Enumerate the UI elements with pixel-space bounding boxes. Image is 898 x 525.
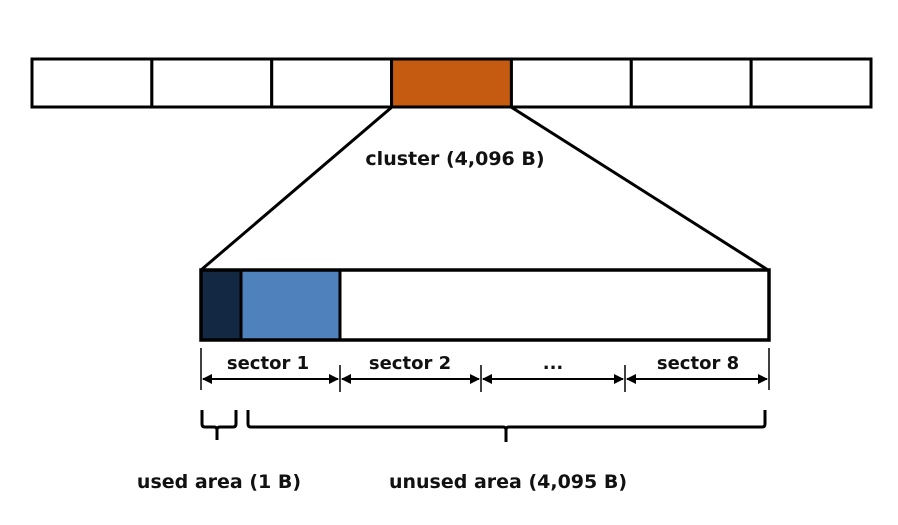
- sector-label-8: sector 8: [657, 353, 739, 374]
- sector-label-1: sector 1: [227, 353, 309, 374]
- zoom-line-left: [200, 105, 393, 272]
- used-area-block: [201, 270, 241, 340]
- disk-cluster: [270, 57, 394, 109]
- disk-cluster-highlighted: [390, 57, 513, 109]
- disk-cluster: [509, 57, 633, 109]
- disk-cluster: [30, 57, 154, 109]
- used-area-label: used area (1 B): [137, 471, 301, 493]
- disk-cluster-strip: [30, 57, 873, 109]
- disk-cluster: [150, 57, 274, 109]
- disk-cluster: [749, 57, 873, 109]
- sector-label-ellipsis: ...: [543, 353, 564, 374]
- cluster-label: cluster (4,096 B): [365, 148, 544, 170]
- sector-label-2: sector 2: [369, 353, 451, 374]
- unused-area-label: unused area (4,095 B): [389, 471, 627, 493]
- unused-area-brace: [246, 410, 767, 442]
- disk-cluster: [629, 57, 753, 109]
- cluster-detail-outline: [199, 268, 771, 342]
- zoom-line-right: [510, 105, 769, 272]
- used-area-brace: [200, 410, 238, 440]
- remaining-sectors-block: [340, 270, 769, 340]
- sector1-block: [241, 270, 340, 340]
